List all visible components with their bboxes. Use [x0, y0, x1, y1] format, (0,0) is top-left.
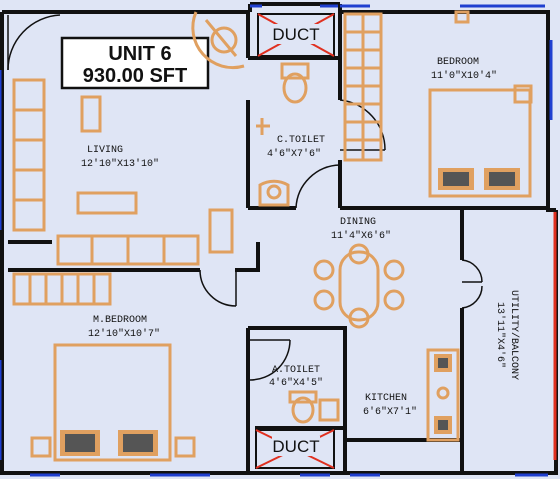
utility-dims: 13'11"X4'6" — [494, 302, 506, 368]
ctoilet-dims: 4'6"X7'6" — [267, 148, 321, 160]
mbedroom-dims: 12'10"X10'7" — [88, 328, 160, 340]
staircase — [343, 12, 383, 162]
kitchen-dims: 6'6"X7'1" — [363, 406, 417, 418]
ctoilet-name: C.TOILET — [277, 135, 325, 146]
atoilet-dims: 4'6"X4'5" — [269, 377, 323, 389]
duct-top-label: DUCT — [272, 25, 319, 44]
unit-area: 930.00 SFT — [83, 65, 188, 87]
atoilet-fixtures — [288, 390, 340, 424]
atoilet-name: A.TOILET — [272, 365, 320, 376]
mbedroom-furniture — [12, 272, 196, 462]
duct-top: DUCT — [257, 13, 335, 57]
unit-name: UNIT 6 — [108, 43, 171, 65]
living-furniture — [12, 11, 245, 266]
room-labels: LIVING 12'10"X13'10" BEDROOM 11'0"X10'4"… — [81, 57, 520, 418]
kitchen-counter — [426, 348, 460, 442]
dining-table — [313, 243, 405, 329]
living-name: LIVING — [87, 145, 123, 156]
ctoilet-fixtures — [256, 62, 310, 207]
bedroom-dims: 11'0"X10'4" — [431, 70, 497, 82]
utility-name: UTILITY/BALCONY — [508, 290, 520, 380]
unit-badge: UNIT 6 930.00 SFT — [60, 36, 210, 90]
duct-bottom: DUCT — [255, 429, 335, 469]
kitchen-name: KITCHEN — [365, 393, 407, 404]
windows — [0, 4, 553, 477]
dining-name: DINING — [340, 217, 376, 228]
duct-bottom-label: DUCT — [272, 437, 319, 456]
bedroom-furniture — [428, 10, 533, 198]
dining-dims: 11'4"X6'6" — [331, 230, 391, 242]
interior-walls — [8, 12, 548, 473]
living-dims: 12'10"X13'10" — [81, 158, 159, 170]
mbedroom-name: M.BEDROOM — [93, 315, 147, 326]
bedroom-name: BEDROOM — [437, 57, 479, 68]
door-swings — [7, 14, 483, 381]
